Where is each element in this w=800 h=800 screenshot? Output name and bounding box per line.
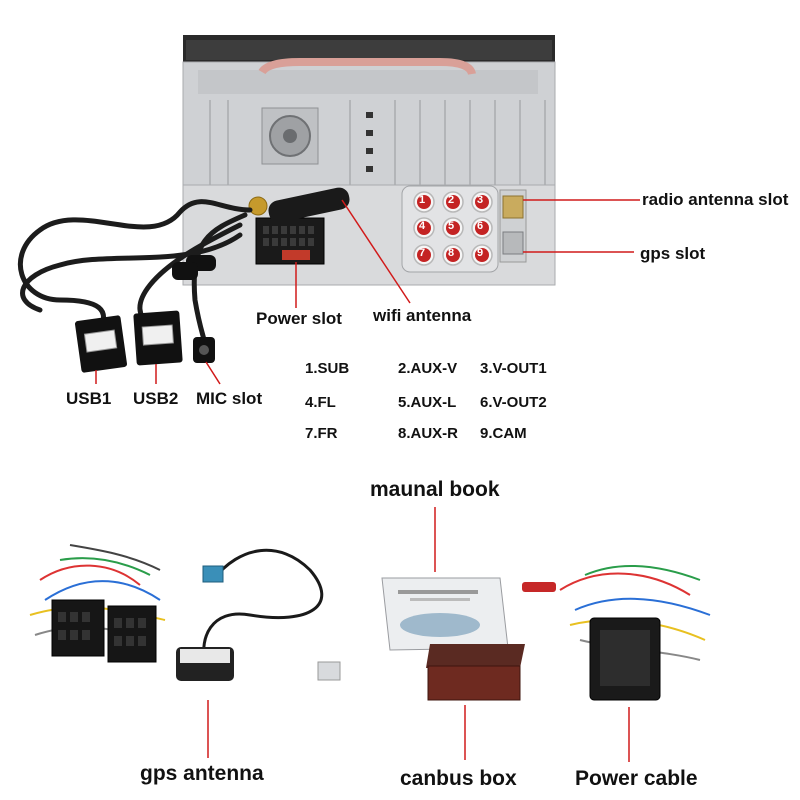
- rca-pin-8: 8: [448, 247, 455, 259]
- pin-legend-8: 8.AUX-R: [398, 425, 459, 442]
- label-canbus-box: canbus box: [400, 767, 517, 790]
- manual-book: [381, 577, 509, 651]
- mic-jack-icon: [193, 337, 215, 363]
- rca-pin-3: 3: [477, 194, 484, 206]
- label-manual-book: maunal book: [370, 478, 500, 501]
- label-wifi-antenna: wifi antenna: [373, 306, 472, 325]
- pin-legend-4: 4.FL: [305, 394, 336, 411]
- usb-connector-icon: [74, 315, 128, 373]
- leader-lines: [95, 199, 640, 762]
- power-slot-connector: [255, 217, 325, 265]
- wiring-harness: [29, 544, 166, 663]
- rca-pin-1: 1: [419, 194, 426, 206]
- pin-legend-5: 5.AUX-L: [398, 394, 457, 411]
- pin-legend-9: 9.CAM: [480, 425, 527, 442]
- rca-jack-panel: [413, 191, 524, 266]
- power-cable: [522, 564, 711, 701]
- pin-legend-3: 3.V-OUT1: [480, 360, 547, 377]
- pin-legend-7: 7.FR: [305, 425, 338, 442]
- rca-pin-7: 7: [419, 247, 426, 259]
- canbus-box: [426, 644, 525, 701]
- rca-pin-2: 2: [448, 194, 455, 206]
- label-power-slot: Power slot: [256, 309, 342, 328]
- pin-legend-6: 6.V-OUT2: [480, 394, 547, 411]
- rca-pin-5: 5: [448, 220, 455, 232]
- pin-legend-1: 1.SUB: [305, 360, 350, 377]
- rca-pin-4: 4: [419, 220, 426, 232]
- label-gps-antenna: gps antenna: [140, 762, 264, 785]
- adhesive-pad: [317, 661, 341, 681]
- pin-legend-2: 2.AUX-V: [398, 360, 458, 377]
- wifi-antenna: [248, 187, 350, 223]
- label-usb1: USB1: [66, 389, 112, 408]
- rca-pin-6: 6: [477, 220, 484, 232]
- label-mic-slot: MIC slot: [196, 389, 263, 408]
- label-usb2: USB2: [133, 389, 179, 408]
- label-power-cable: Power cable: [575, 767, 698, 790]
- label-gps-slot: gps slot: [640, 244, 706, 263]
- gps-antenna: [176, 548, 324, 681]
- label-radio-antenna-slot: radio antenna slot: [642, 190, 789, 209]
- head-unit-rear: [182, 35, 556, 286]
- rca-pin-9: 9: [477, 247, 484, 259]
- usb-connector-icon: [133, 310, 183, 366]
